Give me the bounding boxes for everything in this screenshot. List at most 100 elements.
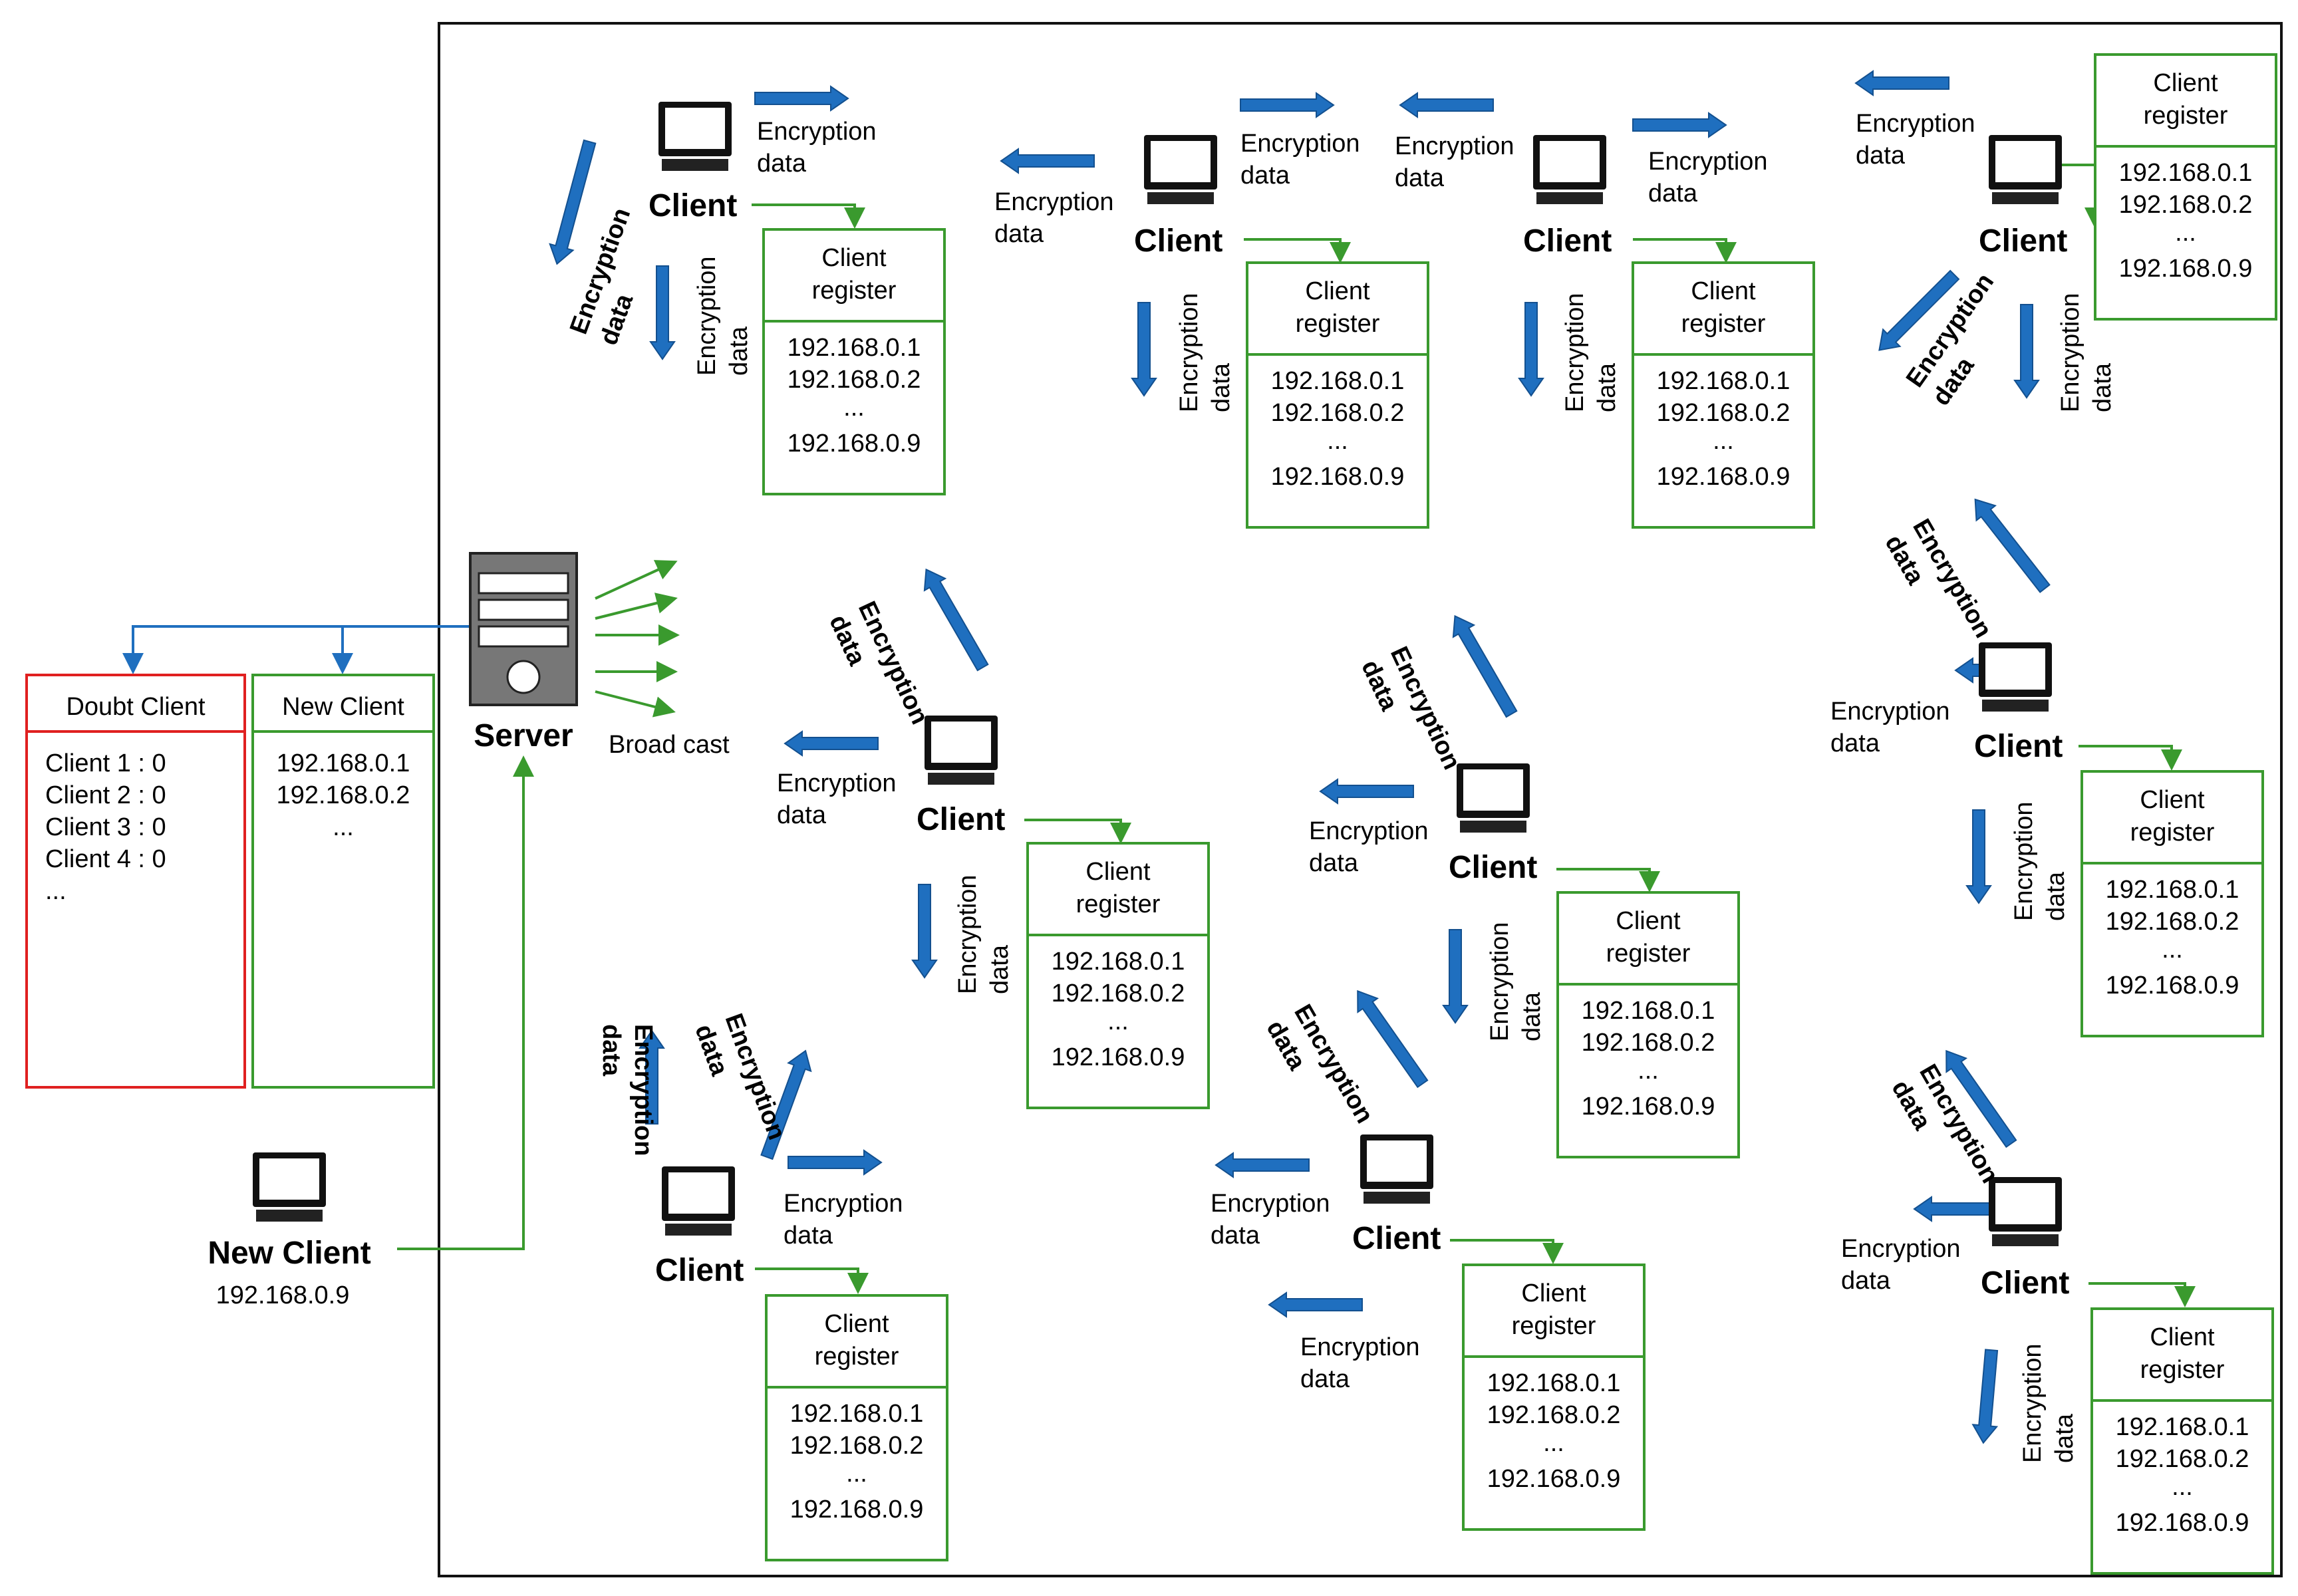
encryption-label-line1: Encryption (1385, 642, 1466, 774)
client-register-box: Clientregister192.168.0.1192.168.0.2...1… (1632, 261, 1815, 529)
client-register-entry: 192.168.0.9 (790, 1496, 924, 1524)
computer-icon (1457, 763, 1530, 833)
client-register-title: Client (1691, 277, 1756, 305)
encryption-arrow (923, 568, 989, 672)
new-client-row: ... (333, 813, 354, 841)
client-register-entry: 192.168.0.2 (1052, 980, 1185, 1007)
client-register-entry: ... (2162, 936, 2183, 964)
encryption-label-line2: data (986, 944, 1014, 994)
register-link (1450, 1239, 1564, 1264)
client-register-box: Clientregister192.168.0.1192.168.0.2...1… (2081, 770, 2264, 1037)
client-register-entry: 192.168.0.1 (1582, 997, 1715, 1025)
encryption-arrow (1971, 1349, 1999, 1444)
client-register-frame (762, 228, 946, 495)
client-register-title: register (1076, 890, 1161, 918)
new-client-to-server-link (397, 755, 534, 1250)
client-register-frame (1462, 1264, 1646, 1531)
new-client-computer-icon (253, 1152, 326, 1222)
client-register-box: Clientregister192.168.0.1192.168.0.2...1… (2090, 1307, 2274, 1575)
client-register-frame (2081, 770, 2264, 1037)
client-register-entry: 192.168.0.9 (2119, 255, 2253, 283)
encryption-label-line1: Encryption (784, 1190, 903, 1218)
encryption-arrow-shape (649, 265, 676, 360)
encryption-label-line1: Encryption (853, 597, 934, 729)
encryption-arrow-shape (1974, 498, 2051, 593)
doubt-client-row: Client 3 : 0 (45, 813, 166, 841)
client-register-entry: 192.168.0.9 (788, 430, 921, 458)
new-client-row: 192.168.0.2 (277, 781, 410, 809)
encryption-arrow-shape (1399, 92, 1494, 118)
encryption-arrow (1399, 92, 1494, 118)
client-register-frame (1246, 261, 1429, 529)
encryption-label-line1: Encryption (1309, 817, 1429, 845)
client-register-title: register (812, 277, 897, 305)
client-register-box: Clientregister192.168.0.1192.168.0.2...1… (1246, 261, 1429, 529)
encryption-arrow (1319, 778, 1414, 805)
encryption-arrow-shape (1268, 1291, 1363, 1318)
client-register-title: register (1606, 940, 1691, 968)
doubt-client-row: ... (45, 877, 67, 905)
client-register-title: register (815, 1343, 899, 1371)
computer-icon (1144, 135, 1217, 204)
register-link (2088, 1282, 2196, 1307)
server-drive-bay (478, 598, 569, 621)
doubt-client-frame (25, 674, 246, 1089)
encryption-label-line2: data (1395, 164, 1445, 192)
client-register-entry: 192.168.0.1 (2119, 159, 2253, 187)
client-register-box: Clientregister192.168.0.1192.168.0.2...1… (765, 1294, 948, 1561)
client-register-frame (1026, 842, 1210, 1109)
encryption-label-line1: Encryption (1841, 1235, 1961, 1263)
encryption-arrow (1215, 1152, 1310, 1178)
encryption-arrow-shape (1632, 112, 1727, 138)
client-register-entry: 192.168.0.9 (1271, 463, 1405, 491)
encryption-arrow-shape (1854, 70, 1949, 96)
client-label: Client (1352, 1221, 1441, 1256)
client-label: Client (1974, 729, 2063, 764)
client-register-entry: ... (2175, 219, 2196, 247)
client-register-frame (2090, 1307, 2274, 1575)
client-register-entry: ... (1638, 1057, 1659, 1085)
encryption-arrow-shape (1965, 809, 1992, 904)
register-link (1244, 238, 1351, 263)
encryption-label-line2: data (1211, 1222, 1260, 1250)
encryption-arrow-shape (1452, 614, 1518, 718)
broadcast-ray (595, 593, 678, 620)
client-register-title: Client (824, 1310, 889, 1338)
client-register-entry: 192.168.0.1 (1487, 1369, 1621, 1397)
register-link (755, 1267, 869, 1294)
client-register-entry: ... (1327, 427, 1348, 455)
doubt-client-row: Client 2 : 0 (45, 781, 166, 809)
client-label: Client (1981, 1265, 2069, 1301)
computer-icon (658, 102, 732, 171)
client-register-entry: 192.168.0.1 (790, 1400, 924, 1428)
computer-icon (925, 716, 998, 785)
register-link (2079, 745, 2182, 771)
computer-icon (1979, 642, 2052, 712)
client-register-title: Client (2153, 69, 2218, 97)
client-register-title: register (2140, 1356, 2225, 1384)
client-register-title: Client (2140, 786, 2205, 814)
client-register-title: Client (821, 244, 887, 272)
encryption-arrow (1357, 990, 1429, 1089)
encryption-arrow (911, 884, 938, 979)
